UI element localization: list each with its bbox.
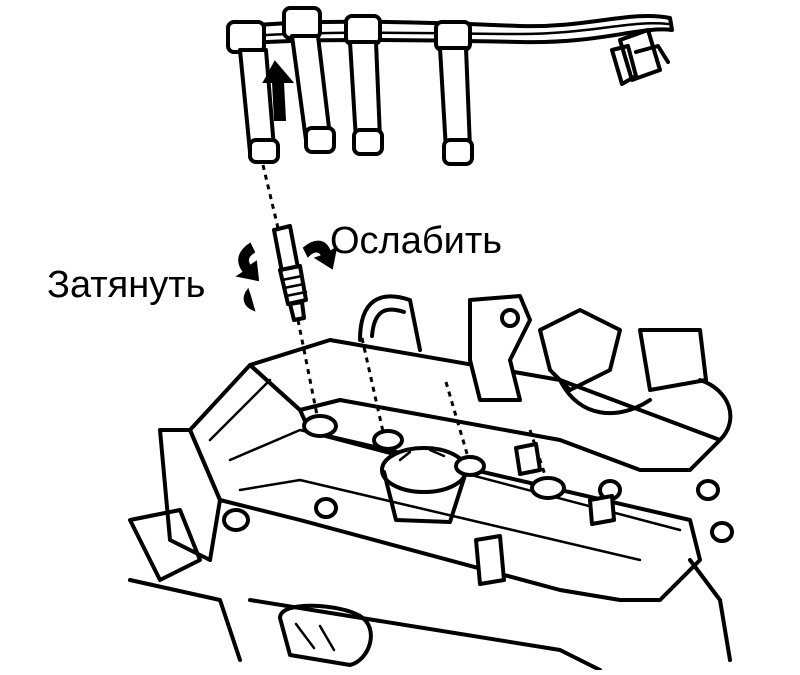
intake-pipes (358, 294, 733, 442)
spark-plug (272, 224, 308, 322)
spark-plug-boot-3 (348, 40, 384, 156)
guide-line-1 (261, 164, 280, 229)
spark-plug-boot-2 (290, 34, 336, 154)
engine-block (128, 558, 732, 672)
spark-plug-boot-1 (238, 48, 280, 164)
loosen-arrow-icon (302, 240, 338, 270)
spark-plug-boot-4 (438, 46, 474, 166)
tighten-label: Затянуть (47, 264, 206, 306)
up-arrow-icon (262, 60, 295, 121)
guide-line-plug (296, 319, 320, 421)
cylinder-head-cover (128, 338, 734, 602)
loosen-label: Ослабить (330, 220, 503, 262)
guide-line-2 (360, 337, 386, 437)
tighten-arrow-icon (235, 242, 260, 312)
